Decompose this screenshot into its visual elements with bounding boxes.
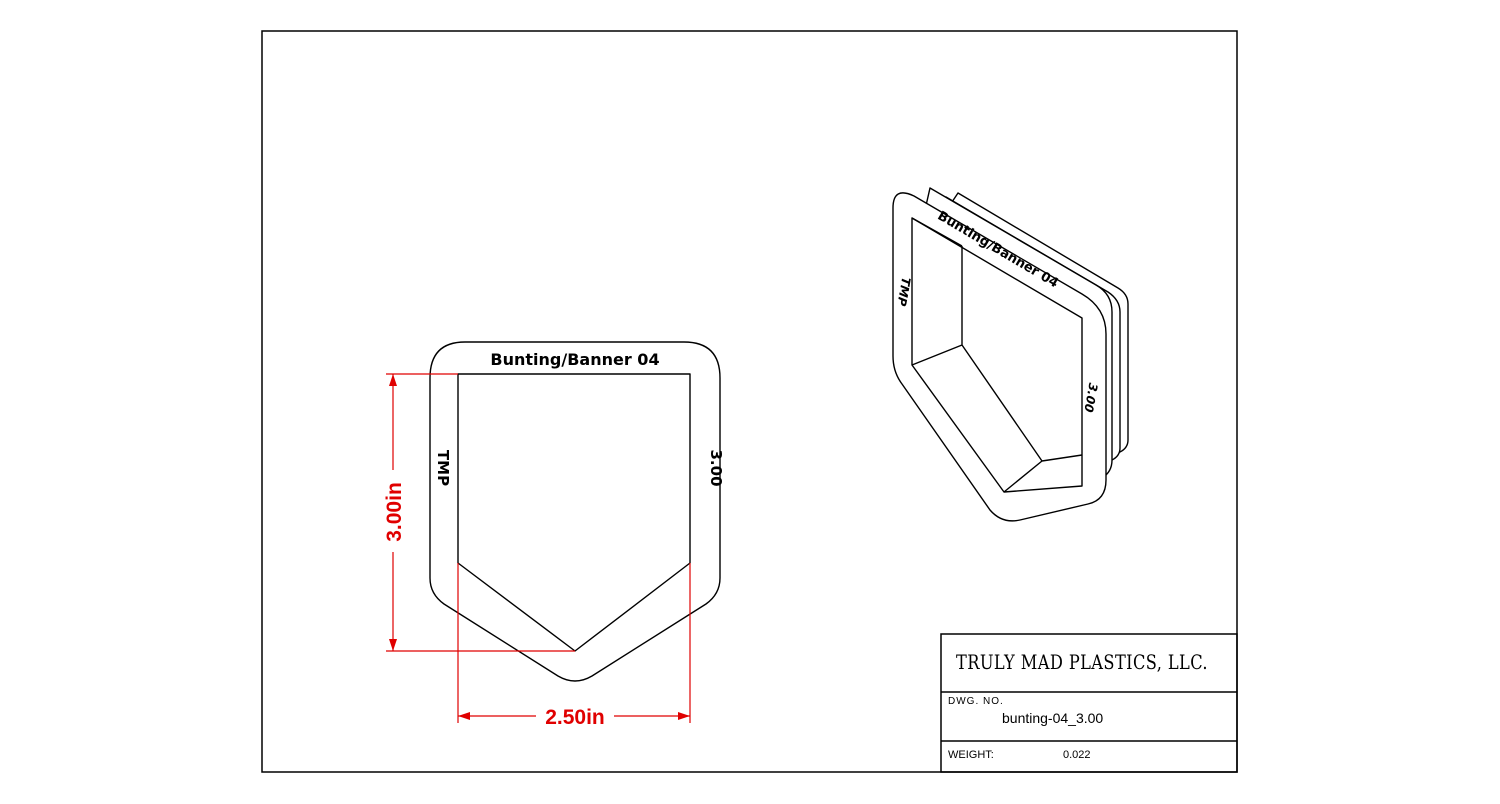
weight-label: WEIGHT: <box>948 749 994 761</box>
width-arrow-right <box>678 712 690 720</box>
iso-outer-outline <box>892 192 1107 522</box>
front-outer-outline <box>429 341 721 682</box>
company-name: TRULY MAD PLASTICS, LLC. <box>956 650 1208 674</box>
front-view: Bunting/Banner 04 TMP 3.00 <box>429 341 725 682</box>
weight-value: 0.022 <box>1063 749 1091 761</box>
height-arrow-bottom <box>389 639 397 651</box>
front-left-emboss: TMP <box>434 450 452 486</box>
iso-inner-outline <box>911 217 1083 493</box>
front-title-emboss: Bunting/Banner 04 <box>490 350 659 369</box>
front-inner-outline <box>457 373 691 652</box>
title-block: TRULY MAD PLASTICS, LLC. DWG. NO. buntin… <box>940 633 1238 773</box>
width-dimension-text: 2.50in <box>545 706 605 729</box>
dwg-no-label: DWG. NO. <box>948 696 1004 707</box>
front-right-emboss: 3.00 <box>707 449 725 486</box>
iso-left-emboss: TMP <box>895 275 913 309</box>
sheet-border <box>261 30 1238 773</box>
dimensions: 3.00in 2.50in <box>380 373 691 729</box>
width-arrow-left <box>458 712 470 720</box>
iso-right-emboss: 3.00 <box>1082 380 1100 414</box>
height-arrow-top <box>389 374 397 386</box>
iso-view: Bunting/Banner 04 TMP 3.00 <box>892 187 1129 522</box>
height-dimension-text: 3.00in <box>383 482 406 542</box>
dwg-no-value: bunting-04_3.00 <box>1002 710 1103 726</box>
iso-inner-walls <box>911 217 1083 493</box>
